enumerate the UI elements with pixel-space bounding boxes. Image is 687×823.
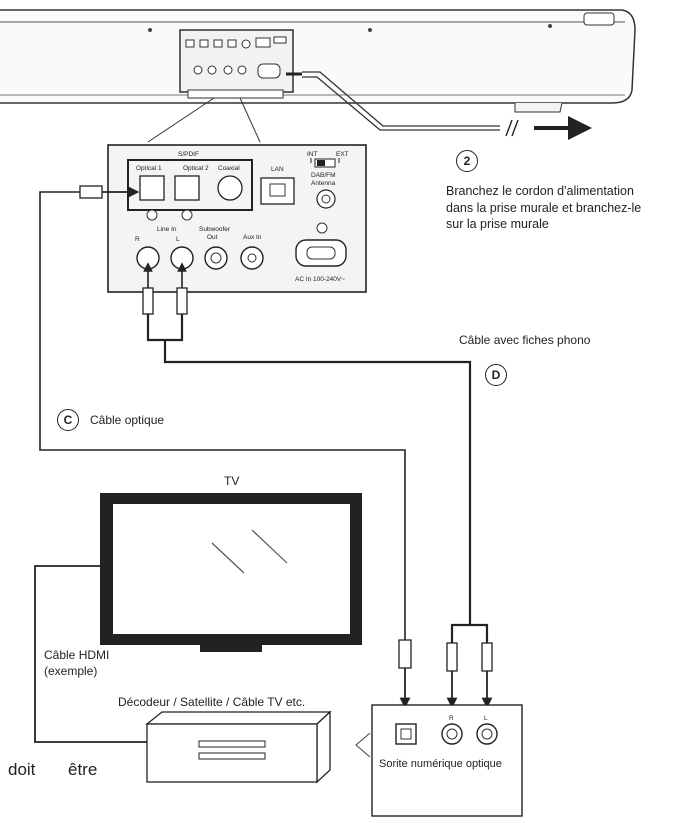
subwoofer-label-2: Out [207,234,218,241]
decoder-label: Décodeur / Satellite / Câble TV etc. [118,695,306,709]
line-in-l-label: L [176,236,180,243]
optical2-label: Optical 2 [183,165,209,172]
decoder-l-label: L [484,715,488,722]
ac-in-label: AC In 100-240V~ [295,276,345,283]
line-in-label: Line In [157,226,177,233]
cable-c-badge: C [57,409,79,431]
tv-label: TV [224,474,240,488]
antenna-label-1: DAB/FM [311,172,336,179]
ext-label: EXT [336,151,349,158]
decoder-rear-panel: R L [355,704,523,817]
optical-cable-label: Câble optique [90,413,165,427]
line-in-r-label: R [135,236,140,243]
optical1-label: Optical 1 [136,165,162,172]
decoder-box [145,710,332,784]
phono-cable [142,262,493,709]
optical-cable [39,185,412,709]
power-instruction-line-1: Branchez le cordon d'alimentation [446,184,634,198]
footer-word-2: être [68,760,98,779]
optical2-port[interactable] [174,175,200,201]
spdif-label: S/PDIF [178,151,199,158]
line-in-l-port[interactable] [170,246,194,270]
coaxial-port[interactable] [217,175,243,201]
footer-word-1: doit [8,760,36,779]
power-cord [286,71,592,140]
power-instruction-line-3: sur la prise murale [446,217,549,231]
hdmi-cable-label-1: Câble HDMI [44,648,110,662]
phono-cable-label: Câble avec fiches phono [459,333,591,347]
aux-in-label: Aux In [243,234,262,241]
power-instructions: Branchez le cordon d'alimentation dans l… [446,183,686,233]
rear-panel: S/PDIF Optical 1 Optical 2 Coaxial LAN I… [107,144,367,293]
coaxial-label: Coaxial [218,165,240,172]
hdmi-cable-label: Câble HDMI (exemple) [44,647,109,679]
hdmi-cable-label-2: (exemple) [44,664,98,678]
tv [100,493,362,652]
decoder-r-label: R [449,715,454,722]
power-instruction-line-2: dans la prise murale et branchez-le [446,200,642,215]
antenna-label-2: Antenna [311,180,336,187]
step-2-badge: 2 [456,150,478,172]
hdmi-cable [34,565,147,743]
lan-port[interactable] [260,177,295,205]
int-label: INT [307,151,318,158]
soundbar [0,9,636,143]
optical1-port[interactable] [139,175,165,201]
cable-d-badge: D [485,364,507,386]
line-in-r-port[interactable] [136,246,160,270]
digital-output-label: Sorite numérique optique [379,758,502,770]
lan-label: LAN [271,166,284,173]
subwoofer-label-1: Subwoofer [199,226,231,233]
